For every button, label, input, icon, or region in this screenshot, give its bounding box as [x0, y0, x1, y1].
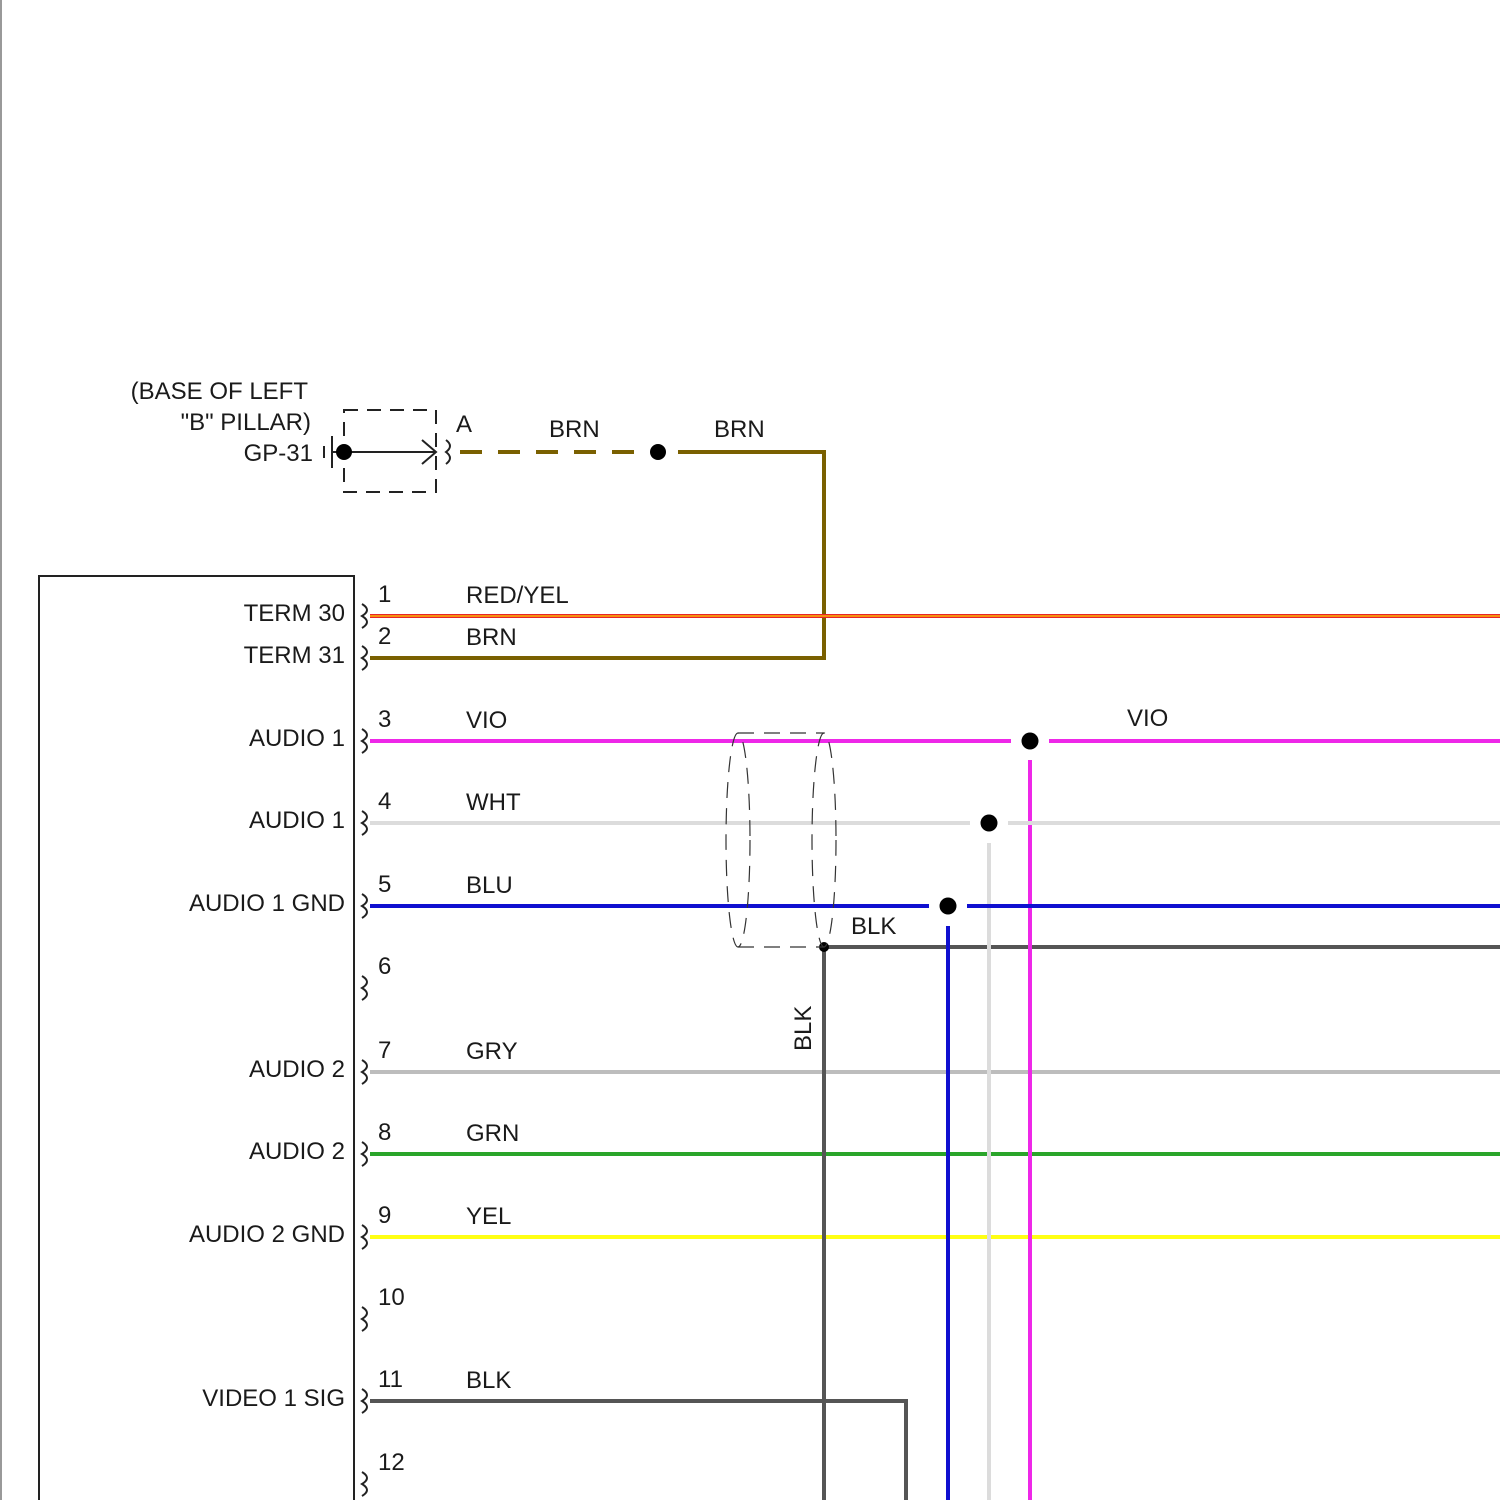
pin-number-8: 8 [378, 1119, 391, 1146]
pin-number-11: 11 [378, 1366, 403, 1393]
module-box [39, 576, 354, 1500]
pin-terminal-1 [362, 604, 367, 628]
ground-wire-label-left: BRN [549, 416, 600, 443]
ground-wire-label-right: BRN [714, 416, 765, 443]
pin-function-3: AUDIO 1 [249, 725, 345, 752]
ground-id-label: GP-31 [244, 440, 313, 467]
ground-wire [370, 444, 824, 658]
pin-terminal-3 [362, 729, 367, 753]
wire-label-shield-drain: BLK [851, 913, 896, 940]
pin-function-11: VIDEO 1 SIG [202, 1385, 345, 1412]
pin-number-7: 7 [378, 1037, 391, 1064]
pin-number-5: 5 [378, 871, 391, 898]
pin-terminal-11 [362, 1389, 367, 1413]
pin-terminal-8 [362, 1142, 367, 1166]
ground-connector [324, 410, 450, 492]
pin-terminal-2 [362, 646, 367, 670]
pin-terminal-12 [362, 1472, 367, 1496]
pin-number-6: 6 [378, 953, 391, 980]
pin-terminal-10 [362, 1307, 367, 1331]
pin-number-12: 12 [378, 1449, 405, 1476]
pin-terminal-5 [362, 894, 367, 918]
ground-location-line1: (BASE OF LEFT [131, 378, 309, 405]
pin-function-8: AUDIO 2 [249, 1138, 345, 1165]
pin-number-2: 2 [378, 623, 391, 650]
wire-label-pin-11: BLK [466, 1367, 511, 1394]
pin-function-9: AUDIO 2 GND [189, 1221, 345, 1248]
pin-number-4: 4 [378, 788, 391, 815]
ground-point [336, 444, 352, 460]
splice-vio [1022, 733, 1039, 750]
ground-location-line2: "B" PILLAR) [181, 409, 311, 436]
wire-label-pin-1: RED/YEL [466, 582, 569, 609]
wire-label-vio-right: VIO [1127, 705, 1168, 732]
ground-splice [650, 444, 666, 460]
shielded-cable-symbol [726, 733, 836, 947]
wire-label-pin-7: GRY [466, 1038, 518, 1065]
pin-number-10: 10 [378, 1284, 405, 1311]
pin-terminal-9 [362, 1225, 367, 1249]
pin-number-9: 9 [378, 1202, 391, 1229]
pin-function-5: AUDIO 1 GND [189, 890, 345, 917]
splice-wht [981, 815, 998, 832]
wire-label-shield-drain-vertical: BLK [790, 1006, 817, 1051]
ground-terminal-label: A [456, 411, 472, 438]
pin-function-4: AUDIO 1 [249, 807, 345, 834]
pin-terminal-4 [362, 811, 367, 835]
pin-function-1: TERM 30 [244, 600, 345, 627]
splice-blu [940, 898, 957, 915]
wire-label-pin-3: VIO [466, 707, 507, 734]
wire-label-pin-8: GRN [466, 1120, 519, 1147]
pin-number-1: 1 [378, 581, 391, 608]
wires [370, 616, 1500, 1500]
pin-terminal-7 [362, 1060, 367, 1084]
wire-label-pin-5: BLU [466, 872, 513, 899]
wire-label-pin-4: WHT [466, 789, 521, 816]
pin-terminal-6 [362, 976, 367, 1000]
pin-number-3: 3 [378, 706, 391, 733]
wire-label-pin-2: BRN [466, 624, 517, 651]
pin-function-7: AUDIO 2 [249, 1056, 345, 1083]
wire-label-pin-9: YEL [466, 1203, 511, 1230]
pin-function-2: TERM 31 [244, 642, 345, 669]
